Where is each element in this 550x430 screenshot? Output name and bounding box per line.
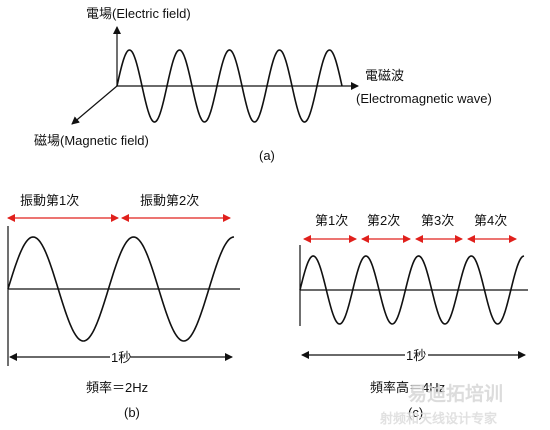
period-b-label: 1秒: [111, 350, 131, 365]
c-cycle-4-label: 第4次: [474, 213, 507, 228]
panel-a: 電場(Electric field) 電磁波 (Electromagnetic …: [34, 6, 492, 163]
c-cycle-2-label: 第2次: [367, 213, 400, 228]
c-cycle-3-label: 第3次: [421, 213, 454, 228]
frequency-b-label: 頻率＝2Hz: [86, 380, 148, 395]
caption-a: (a): [259, 148, 275, 163]
panel-b: 振動第1次 振動第2次 1秒 頻率＝2Hz (b): [7, 193, 240, 420]
caption-b: (b): [124, 405, 140, 420]
cycle-2-label: 振動第2次: [140, 193, 199, 208]
m-field-label: 磁場(Magnetic field): [34, 133, 149, 148]
frequency-c-label: 頻率高＝4Hz: [370, 380, 445, 395]
em-wave-label-en: (Electromagnetic wave): [356, 91, 492, 106]
em-wave-curve: [116, 49, 343, 123]
wave-c-curve: [299, 255, 525, 325]
watermark-sub: 射频和天线设计专家: [379, 411, 498, 427]
c-cycle-1-label: 第1次: [315, 213, 348, 228]
period-c-label: 1秒: [406, 348, 426, 363]
watermark: 易迪拓培训 射频和天线设计专家: [379, 382, 503, 427]
caption-c: (c): [408, 405, 423, 420]
watermark-main: 易迪拓培训: [408, 382, 503, 405]
m-field-axis: [71, 85, 118, 125]
cycle-1-label: 振動第1次: [20, 193, 79, 208]
panel-c: 第1次 第2次 第3次 第4次 1秒 頻率高＝4Hz (c): [299, 213, 528, 420]
em-wave-label: 電磁波: [365, 68, 404, 83]
wave-b-curve: [7, 236, 235, 342]
e-field-label: 電場(Electric field): [86, 6, 191, 21]
